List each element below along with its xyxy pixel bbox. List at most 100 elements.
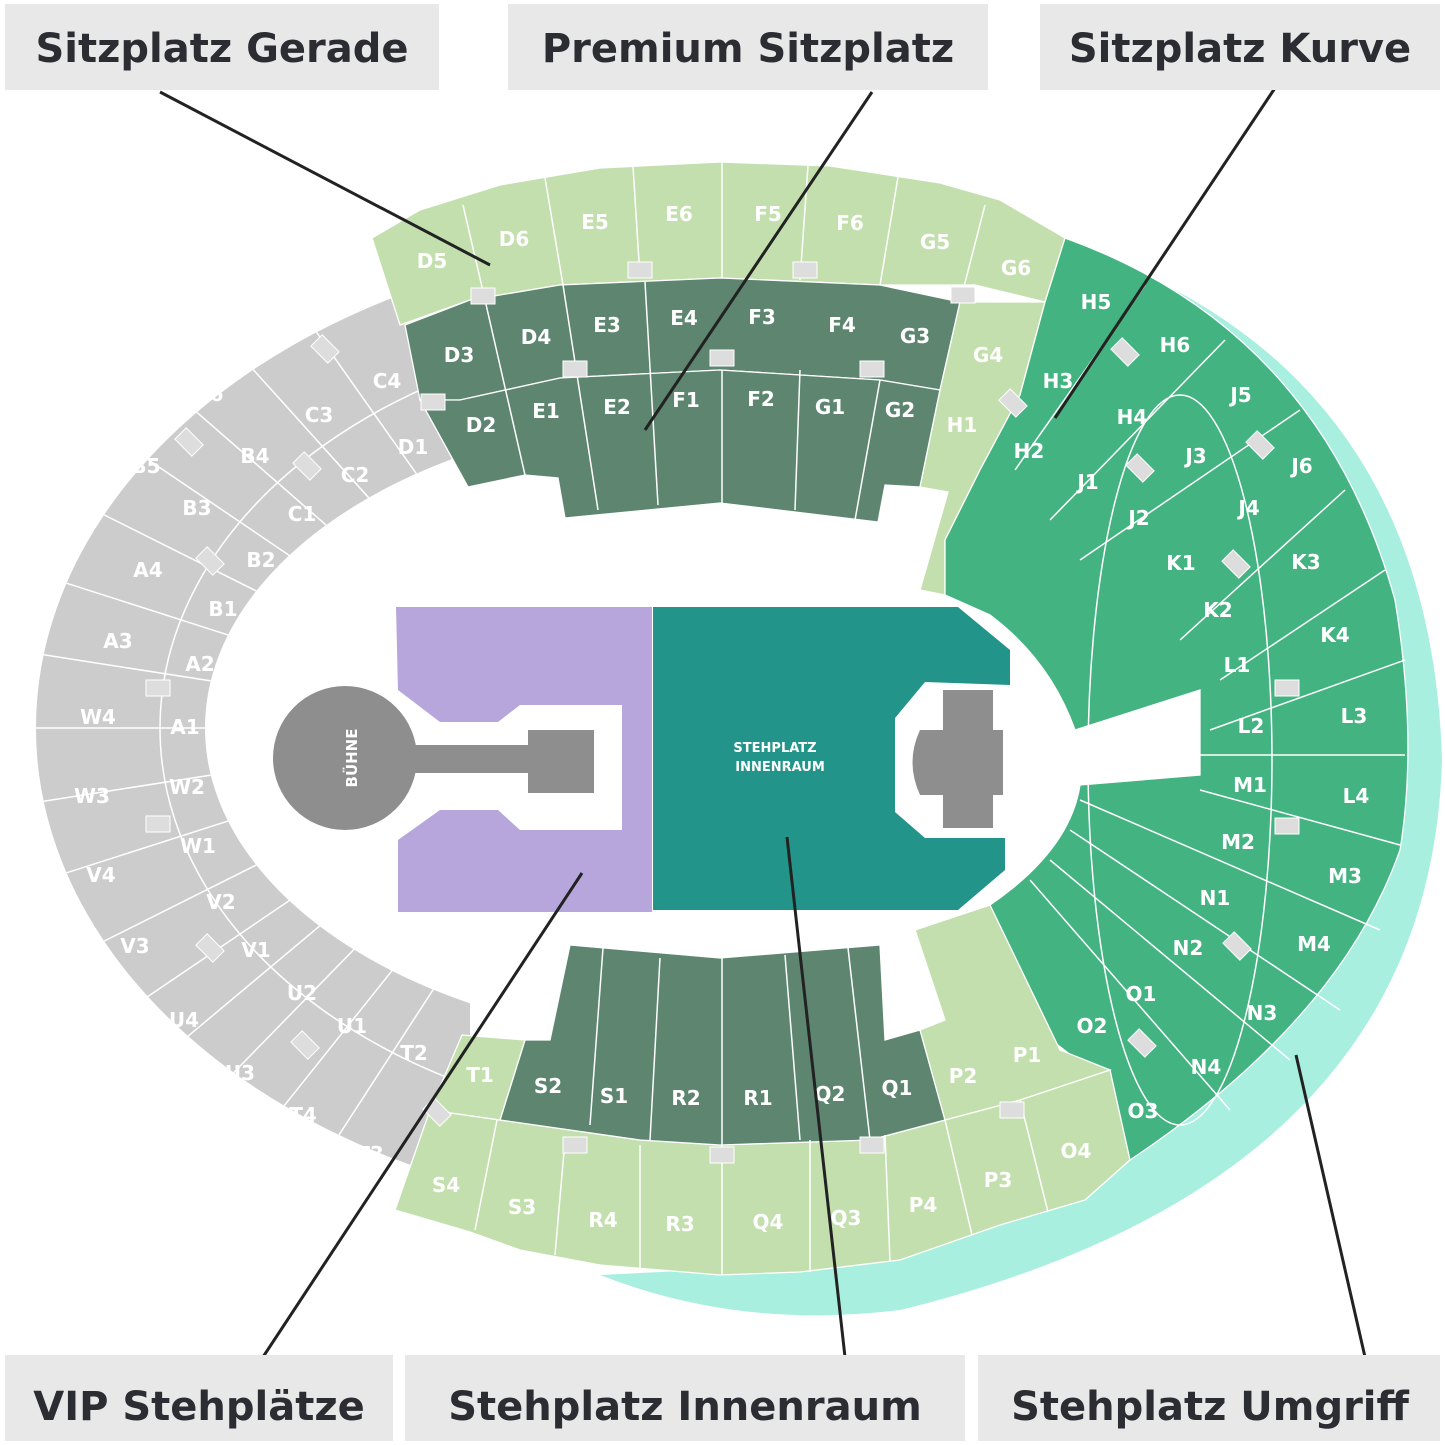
section-label-t4[interactable]: T4	[289, 1103, 317, 1127]
section-label-r3[interactable]: R3	[665, 1212, 694, 1236]
section-label-q4[interactable]: Q4	[753, 1210, 784, 1234]
section-label-m4[interactable]: M4	[1297, 932, 1331, 956]
section-label-d3[interactable]: D3	[444, 343, 475, 367]
section-label-c4[interactable]: C4	[373, 369, 402, 393]
section-label-v1[interactable]: V1	[241, 938, 270, 962]
section-label-t3[interactable]: T3	[356, 1142, 384, 1166]
section-label-h4[interactable]: H4	[1117, 405, 1148, 429]
section-label-j5[interactable]: J5	[1228, 383, 1251, 407]
section-label-a4[interactable]: A4	[133, 558, 162, 582]
section-label-v2[interactable]: V2	[206, 890, 235, 914]
section-label-l1[interactable]: L1	[1224, 653, 1251, 677]
category-label-stehplatz-umgriff[interactable]: Stehplatz Umgriff	[978, 1355, 1440, 1441]
section-label-d1[interactable]: D1	[398, 435, 429, 459]
section-label-g1[interactable]: G1	[815, 395, 845, 419]
section-label-f3[interactable]: F3	[748, 305, 776, 329]
section-label-o3[interactable]: O3	[1128, 1099, 1159, 1123]
section-label-q2[interactable]: Q2	[815, 1082, 846, 1106]
category-label-vip-stehplaetze[interactable]: VIP Stehplätze	[5, 1355, 393, 1441]
north-lower-tier[interactable]	[418, 369, 941, 523]
section-label-k1[interactable]: K1	[1166, 551, 1195, 575]
section-label-u1[interactable]: U1	[337, 1014, 367, 1038]
section-label-f5[interactable]: F5	[754, 202, 782, 226]
vip-stehplatz-area[interactable]	[396, 607, 652, 912]
section-label-o1[interactable]: O1	[1126, 982, 1157, 1006]
section-label-d5[interactable]: D5	[417, 249, 448, 273]
category-label-premium-sitzplatz[interactable]: Premium Sitzplatz	[508, 4, 988, 90]
section-label-q1[interactable]: Q1	[882, 1076, 913, 1100]
section-label-f2[interactable]: F2	[747, 387, 775, 411]
section-label-r4[interactable]: R4	[588, 1208, 617, 1232]
section-label-d2[interactable]: D2	[466, 413, 497, 437]
section-label-g6[interactable]: G6	[1001, 256, 1031, 280]
section-label-r1[interactable]: R1	[743, 1086, 772, 1110]
section-label-k4[interactable]: K4	[1320, 623, 1349, 647]
section-label-c6[interactable]: C6	[338, 285, 367, 309]
section-label-k3[interactable]: K3	[1291, 550, 1320, 574]
section-label-a2[interactable]: A2	[185, 652, 214, 676]
section-label-u3[interactable]: U3	[225, 1061, 255, 1085]
section-label-c5[interactable]: C5	[259, 331, 288, 355]
category-label-stehplatz-innenraum[interactable]: Stehplatz Innenraum	[405, 1355, 965, 1441]
section-label-v4[interactable]: V4	[86, 863, 115, 887]
category-label-sitzplatz-gerade[interactable]: Sitzplatz Gerade	[5, 4, 439, 90]
section-label-w1[interactable]: W1	[180, 834, 216, 858]
section-label-f6[interactable]: F6	[836, 211, 864, 235]
section-label-l4[interactable]: L4	[1343, 784, 1370, 808]
section-label-h2[interactable]: H2	[1014, 439, 1045, 463]
category-label-sitzplatz-kurve[interactable]: Sitzplatz Kurve	[1040, 4, 1440, 90]
section-label-j3[interactable]: J3	[1183, 444, 1206, 468]
section-label-r2[interactable]: R2	[671, 1086, 700, 1110]
section-label-c1[interactable]: C1	[288, 502, 317, 526]
section-label-h1[interactable]: H1	[947, 413, 978, 437]
section-label-m3[interactable]: M3	[1328, 864, 1362, 888]
section-label-o2[interactable]: O2	[1077, 1014, 1108, 1038]
section-label-q3[interactable]: Q3	[831, 1206, 862, 1230]
section-label-n1[interactable]: N1	[1200, 886, 1231, 910]
section-label-a1[interactable]: A1	[170, 715, 199, 739]
section-label-j2[interactable]: J2	[1126, 506, 1149, 530]
south-extra-tiers[interactable]	[429, 904, 1112, 1121]
stage-circle[interactable]	[273, 686, 417, 830]
section-label-g3[interactable]: G3	[900, 324, 930, 348]
section-label-f1[interactable]: F1	[672, 388, 700, 412]
section-label-c2[interactable]: C2	[341, 463, 370, 487]
stehplatz-innenraum-area[interactable]	[653, 607, 1010, 910]
section-label-a3[interactable]: A3	[103, 629, 132, 653]
section-label-b2[interactable]: B2	[246, 548, 275, 572]
section-label-h6[interactable]: H6	[1160, 333, 1191, 357]
section-label-e2[interactable]: E2	[603, 395, 631, 419]
section-label-g5[interactable]: G5	[920, 230, 950, 254]
section-label-f4[interactable]: F4	[828, 313, 856, 337]
section-label-n2[interactable]: N2	[1173, 936, 1204, 960]
section-label-e4[interactable]: E4	[670, 306, 698, 330]
section-label-j4[interactable]: J4	[1236, 496, 1259, 520]
section-label-p3[interactable]: P3	[984, 1168, 1013, 1192]
section-label-j1[interactable]: J1	[1075, 470, 1098, 494]
section-label-e3[interactable]: E3	[593, 313, 621, 337]
section-label-s4[interactable]: S4	[432, 1173, 460, 1197]
section-label-s1[interactable]: S1	[600, 1084, 628, 1108]
east-kurve-seating[interactable]	[944, 237, 1409, 1161]
section-label-m2[interactable]: M2	[1221, 830, 1255, 854]
section-label-e5[interactable]: E5	[581, 210, 609, 234]
section-label-k2[interactable]: K2	[1203, 598, 1232, 622]
section-label-w4[interactable]: W4	[80, 705, 116, 729]
section-label-e6[interactable]: E6	[665, 202, 693, 226]
section-label-d4[interactable]: D4	[521, 325, 552, 349]
section-label-b6[interactable]: B6	[194, 382, 223, 406]
section-label-v3[interactable]: V3	[120, 934, 149, 958]
section-label-p1[interactable]: P1	[1013, 1043, 1042, 1067]
section-label-g4[interactable]: G4	[973, 343, 1003, 367]
section-label-u2[interactable]: U2	[287, 981, 317, 1005]
section-label-h5[interactable]: H5	[1081, 290, 1112, 314]
section-label-m1[interactable]: M1	[1233, 773, 1267, 797]
section-label-j6[interactable]: J6	[1289, 454, 1312, 478]
section-label-w2[interactable]: W2	[169, 775, 205, 799]
section-label-d6[interactable]: D6	[499, 227, 530, 251]
section-label-n3[interactable]: N3	[1247, 1001, 1278, 1025]
section-label-b5[interactable]: B5	[131, 454, 160, 478]
section-label-h3[interactable]: H3	[1043, 369, 1074, 393]
section-label-o4[interactable]: O4	[1061, 1139, 1092, 1163]
section-label-t2[interactable]: T2	[400, 1041, 428, 1065]
